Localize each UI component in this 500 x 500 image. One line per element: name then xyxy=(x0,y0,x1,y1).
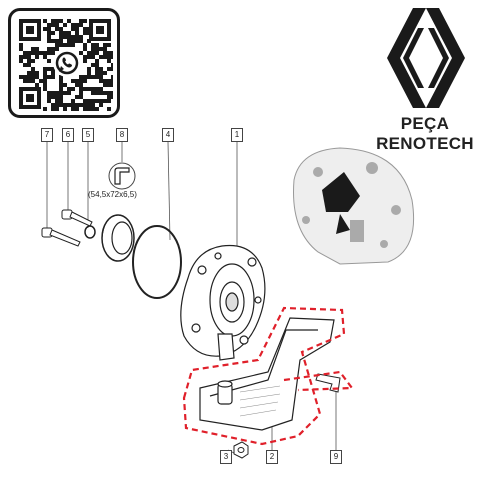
nut-part xyxy=(233,441,249,459)
oil-pump-body xyxy=(180,244,266,361)
callout-9: 9 xyxy=(330,450,342,464)
seal-detail-icon xyxy=(108,162,136,190)
callout-3: 3 xyxy=(220,450,232,464)
whatsapp-icon xyxy=(53,49,81,77)
callout-5: 5 xyxy=(82,128,94,142)
qr-code-icon xyxy=(19,19,113,111)
o-ring-small xyxy=(84,225,96,239)
callout-1: 1 xyxy=(231,128,243,142)
callout-2: 2 xyxy=(266,450,278,464)
bolt-part-6 xyxy=(61,209,93,227)
transmission-thumbnail xyxy=(293,147,415,265)
callout-6: 6 xyxy=(62,128,74,142)
oil-filter-strainer xyxy=(199,317,335,431)
seal-dimension-label: (54,5x72x6,5) xyxy=(88,190,137,199)
callout-4: 4 xyxy=(162,128,174,142)
large-o-ring xyxy=(132,225,182,299)
bolt-part xyxy=(41,227,81,247)
retaining-clip xyxy=(315,373,341,393)
renault-diamond-icon xyxy=(387,8,465,108)
callout-7: 7 xyxy=(41,128,53,142)
highlight-outline xyxy=(182,306,355,446)
qr-code-card[interactable] xyxy=(8,8,120,118)
shaft-seal xyxy=(101,214,135,262)
brand-name: PEÇA RENOTECH xyxy=(376,114,474,153)
callout-8: 8 xyxy=(116,128,128,142)
